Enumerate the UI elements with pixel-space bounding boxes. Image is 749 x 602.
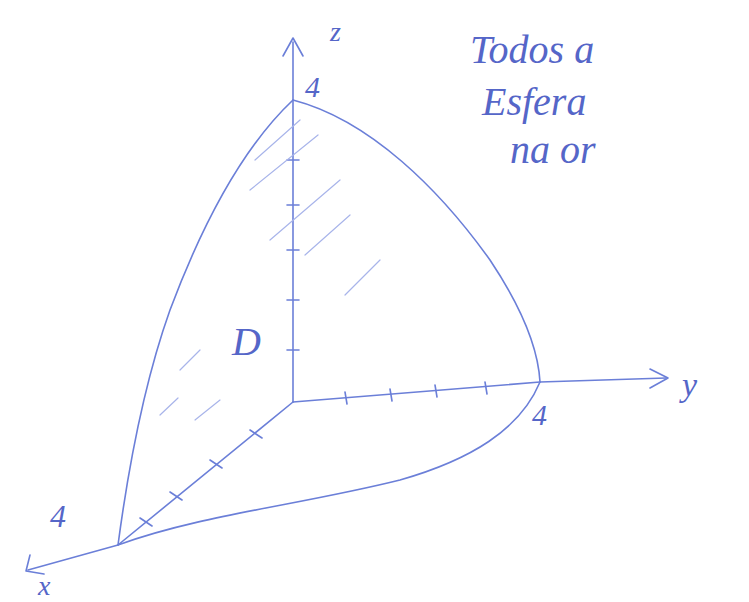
z-arrowhead: [283, 38, 303, 56]
y-axis: [293, 378, 666, 402]
note-text: Todos a: [470, 30, 594, 70]
tick-value: 4: [305, 72, 320, 102]
x-axis: [28, 402, 293, 570]
yz-arc: [293, 100, 540, 382]
note-text: Esfera: [482, 82, 586, 122]
axis-label: x: [38, 572, 50, 600]
xy-arc: [118, 382, 540, 545]
axes: [26, 38, 668, 574]
z-axis: [292, 42, 294, 402]
tick-value: 4: [50, 500, 66, 532]
tick-value: 4: [532, 400, 547, 430]
xz-arc: [118, 100, 293, 545]
sphere-octant: [118, 100, 540, 545]
hatching: [160, 120, 380, 420]
note-text: na or: [510, 130, 596, 170]
region-label: D: [232, 322, 261, 362]
ticks: [140, 160, 487, 526]
y-arrowhead: [650, 369, 668, 388]
axis-label: y: [682, 368, 697, 402]
axis-label: z: [330, 18, 341, 46]
